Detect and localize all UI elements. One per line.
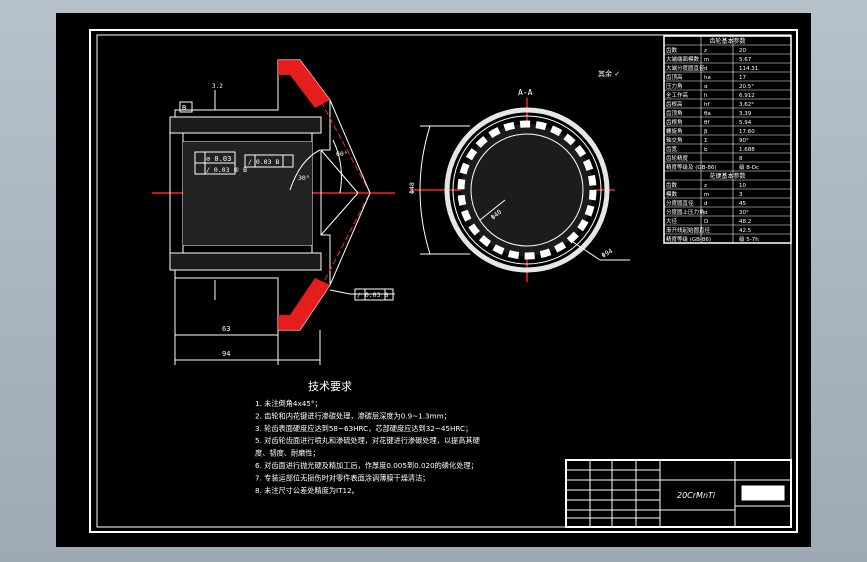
param-name: 齿数 bbox=[666, 181, 678, 189]
tolerance-box-2: / 0.03 ② B bbox=[206, 166, 247, 174]
param-value: 3.39 bbox=[739, 111, 752, 117]
param-symbol: h bbox=[704, 93, 708, 99]
title-block bbox=[565, 459, 792, 528]
param-name: 分度圆上压力角 bbox=[666, 208, 705, 216]
param-value: 30° bbox=[739, 210, 749, 216]
param-name: 精度等级 (GB-86) bbox=[666, 235, 711, 243]
param-table-section-title: 花键基本参数 bbox=[709, 172, 745, 180]
param-value: 10 bbox=[739, 183, 746, 189]
param-name: 渐开线起始圆直径 bbox=[666, 226, 711, 234]
param-value: 20 bbox=[739, 48, 746, 54]
param-symbol: Σ bbox=[704, 138, 708, 144]
param-value: 级 5-7h bbox=[739, 235, 759, 243]
roughness-mark: 3.2 bbox=[212, 83, 223, 90]
inner-border bbox=[96, 34, 792, 528]
param-value: 42.5 bbox=[739, 228, 752, 234]
param-name: 齿轮精度 bbox=[666, 154, 689, 162]
tech-requirements-title: 技术要求 bbox=[308, 380, 352, 393]
tech-requirement-item: 度、韧度、耐磨性； bbox=[255, 449, 320, 458]
param-name: 齿宽 bbox=[666, 145, 678, 153]
param-name: 分度圆直径 bbox=[666, 199, 694, 207]
param-name: 大径 bbox=[666, 217, 678, 225]
param-value: 45 bbox=[739, 201, 746, 207]
param-value: 20.5° bbox=[739, 84, 754, 90]
param-symbol: d bbox=[704, 201, 708, 207]
material-label: 20CrMnTi bbox=[677, 491, 716, 500]
angle-30: 30° bbox=[298, 174, 310, 182]
param-name: 齿根角 bbox=[666, 118, 683, 126]
surface-roughness-other: 其余 ✓ bbox=[598, 69, 620, 78]
param-name: 全工作高 bbox=[666, 91, 689, 99]
datum-b-label: B bbox=[182, 104, 186, 112]
param-symbol: z bbox=[704, 183, 707, 189]
param-symbol: θf bbox=[704, 120, 710, 126]
param-table-frame bbox=[663, 35, 792, 244]
param-value: 3.62° bbox=[739, 102, 754, 108]
param-symbol: d bbox=[704, 66, 708, 72]
param-symbol: hf bbox=[704, 102, 710, 108]
param-name: 齿数 bbox=[666, 46, 678, 54]
tolerance-box-3: / 0.03 B bbox=[248, 158, 279, 166]
param-symbol: m bbox=[704, 57, 709, 63]
param-name: 轴交角 bbox=[666, 136, 683, 144]
param-value: 6.912 bbox=[739, 93, 755, 99]
param-value: 3 bbox=[739, 192, 743, 198]
param-name: 螺旋角 bbox=[666, 127, 683, 135]
param-value: 90° bbox=[739, 138, 749, 144]
tech-requirement-item: 2. 齿轮和内花键进行渗碳处理，渗碳层深度为0.9~1.3mm； bbox=[255, 411, 451, 420]
param-symbol: θa bbox=[704, 111, 711, 117]
param-symbol: D bbox=[704, 219, 708, 225]
param-value: 48.2 bbox=[739, 219, 751, 225]
angle-60: 60° bbox=[336, 150, 348, 158]
param-name: 齿根高 bbox=[666, 100, 683, 108]
param-table-section-title: 齿轮基本参数 bbox=[709, 37, 745, 45]
param-name: 齿顶高 bbox=[666, 73, 683, 81]
param-symbol: ha bbox=[704, 75, 711, 81]
param-symbol: z bbox=[704, 48, 707, 54]
param-value: 5.67 bbox=[739, 57, 752, 63]
outer-border bbox=[89, 29, 798, 533]
dim-94: 94 bbox=[222, 350, 230, 358]
section-dia-left: Φ48 bbox=[408, 182, 416, 194]
section-view bbox=[410, 98, 630, 282]
tech-requirement-item: 6. 对齿面进行抛光硬及精加工后，作厚度0.005到0.020的磷化处理； bbox=[255, 461, 478, 470]
tolerance-box-1: ⊘ 0.03 bbox=[206, 155, 231, 163]
param-symbol: α bbox=[704, 84, 708, 90]
param-value: 8 bbox=[739, 156, 743, 162]
param-name: 齿顶角 bbox=[666, 109, 683, 117]
tech-requirements-list: 1. 未注倒角4x45°； 2. 齿轮和内花键进行渗碳处理，渗碳层深度为0.9~1… bbox=[255, 399, 480, 495]
tech-requirement-item: 1. 未注倒角4x45°； bbox=[255, 399, 322, 408]
param-value: 1.688 bbox=[739, 147, 755, 153]
tolerance-box-4: / 0.03 B bbox=[357, 291, 388, 299]
tech-requirement-item: 5. 对齿轮齿面进行喷丸和渗硫处理，对花键进行渗碳处理，以提高其硬 bbox=[255, 436, 480, 445]
param-value: 114.31 bbox=[739, 66, 758, 72]
param-name: 大端端面模数 bbox=[666, 55, 700, 63]
tech-requirement-item: 3. 轮齿表面硬度应达到58~63HRC，芯部硬度应达到32~45HRC； bbox=[255, 424, 472, 433]
param-name: 大端分度圆直径 bbox=[666, 64, 705, 72]
param-symbol: m bbox=[704, 192, 709, 198]
param-symbol: b bbox=[704, 147, 708, 153]
param-name: 精度等级及 (GB-86) bbox=[666, 163, 717, 171]
dim-63: 63 bbox=[222, 325, 230, 333]
param-symbol: β bbox=[704, 129, 708, 135]
param-name: 压力角 bbox=[666, 82, 683, 90]
section-title: A-A bbox=[518, 88, 533, 97]
main-view bbox=[152, 59, 395, 365]
param-value: 17 bbox=[739, 75, 746, 81]
param-value: 5.94 bbox=[739, 120, 752, 126]
tech-requirement-item: 7. 专装运部位无损伤时对零件表面涂调薄膜干燥清洁； bbox=[255, 473, 429, 482]
param-symbol: α bbox=[704, 210, 708, 216]
param-value: 17.60 bbox=[739, 129, 755, 135]
param-value: 级 8-Dc bbox=[739, 163, 759, 171]
tech-requirement-item: 8. 未注尺寸公差处精度为IT12。 bbox=[255, 486, 359, 495]
param-name: 模数 bbox=[666, 190, 678, 198]
